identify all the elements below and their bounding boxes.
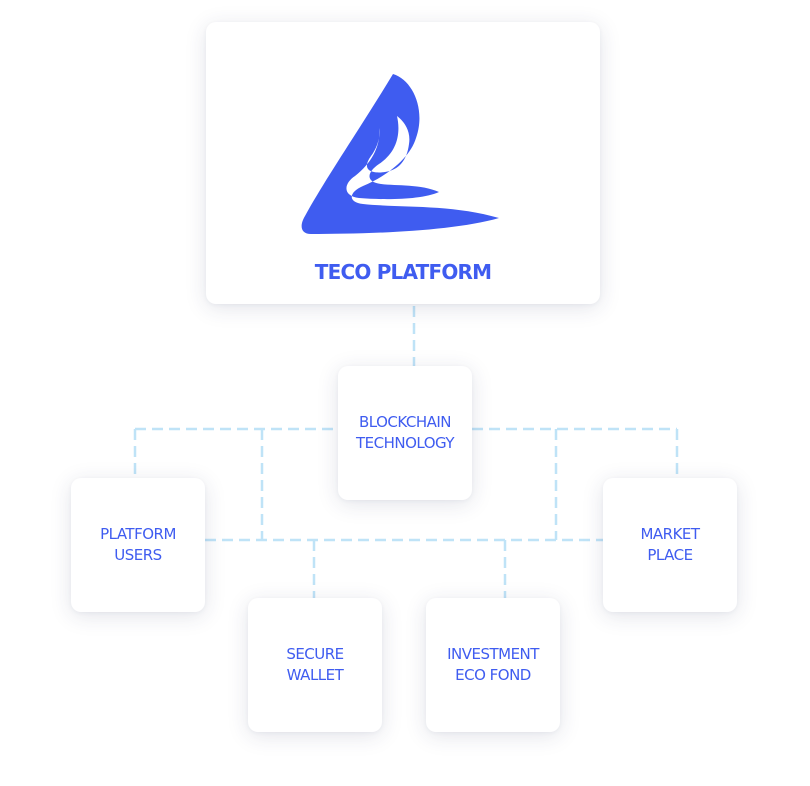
market-place-card: MARKET PLACE (603, 478, 737, 612)
investment-label-line-2: ECO FOND (455, 666, 531, 684)
teco-triangle-logo-icon (301, 74, 499, 234)
blockchain-label-line-2: TECHNOLOGY (355, 434, 455, 452)
blockchain-technology-card: BLOCKCHAIN TECHNOLOGY (338, 366, 472, 500)
secure-wallet-label: SECURE WALLET (286, 644, 344, 686)
platform-title: TECO PLATFORM (314, 260, 492, 284)
market-place-label: MARKET PLACE (640, 524, 700, 566)
platform-users-label: PLATFORM USERS (100, 524, 176, 566)
wallet-label-line-1: SECURE (286, 645, 344, 663)
market-label-line-1: MARKET (640, 525, 700, 543)
blockchain-label-line-1: BLOCKCHAIN (358, 413, 452, 431)
teco-platform-card: TECO PLATFORM (206, 22, 600, 304)
users-label-line-1: PLATFORM (100, 525, 176, 543)
market-label-line-2: PLACE (647, 546, 693, 564)
investment-eco-fond-card: INVESTMENT ECO FOND (426, 598, 560, 732)
users-label-line-2: USERS (114, 546, 162, 564)
investment-eco-fond-label: INVESTMENT ECO FOND (447, 644, 539, 686)
platform-users-card: PLATFORM USERS (71, 478, 205, 612)
secure-wallet-card: SECURE WALLET (248, 598, 382, 732)
investment-label-line-1: INVESTMENT (447, 645, 539, 663)
wallet-label-line-2: WALLET (286, 666, 344, 684)
blockchain-technology-label: BLOCKCHAIN TECHNOLOGY (355, 412, 455, 454)
